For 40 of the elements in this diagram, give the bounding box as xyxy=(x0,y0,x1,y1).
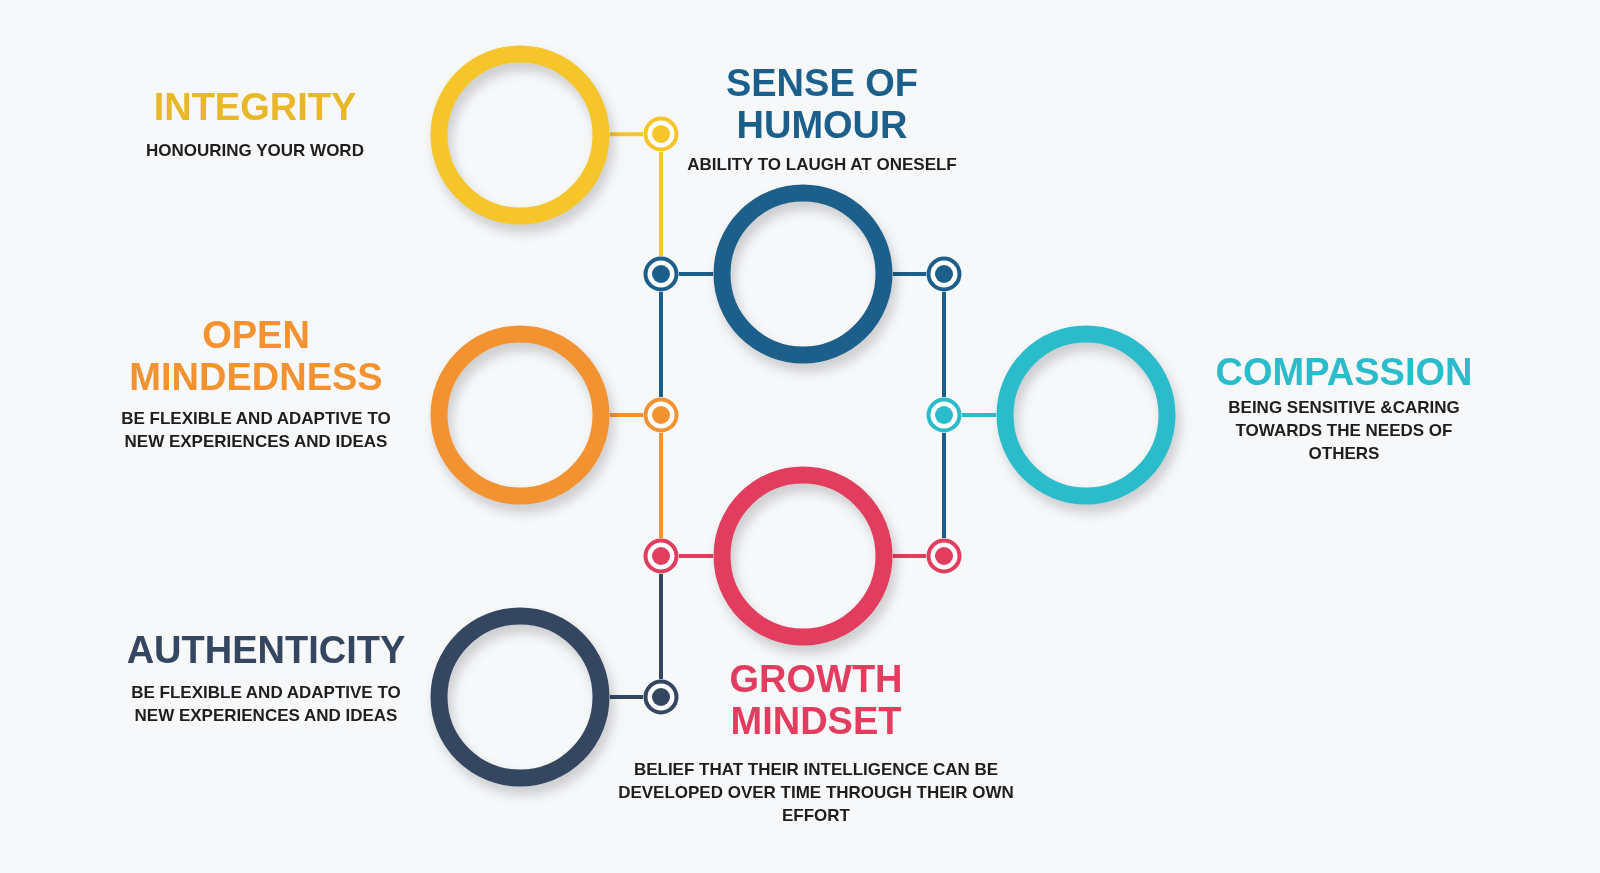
connector-line xyxy=(893,554,926,558)
connector-line xyxy=(610,132,643,137)
heading: GROWTH MINDSET xyxy=(728,658,904,742)
connector-dot xyxy=(643,538,679,574)
heading: COMPASSION xyxy=(1214,351,1474,393)
connector-dot xyxy=(926,538,962,574)
heading: AUTHENTICITY xyxy=(125,629,407,671)
description: BE FLEXIBLE AND ADAPTIVE TO NEW EXPERIENCES AND IDEAS xyxy=(120,408,392,453)
connector-dot xyxy=(643,679,679,715)
description: BEING SENSITIVE &CARING TOWARDS THE NEEDS OF OTHERS xyxy=(1227,397,1461,465)
description: HONOURING YOUR WORD xyxy=(145,140,365,162)
connector-line xyxy=(610,695,643,699)
heading: INTEGRITY xyxy=(152,86,358,128)
connector-line xyxy=(659,152,663,256)
connector-line xyxy=(679,554,713,558)
ring-circle xyxy=(430,607,610,787)
description: BELIEF THAT THEIR INTELLIGENCE CAN BE DEVELOPED OVER TIME THROUGH THEIR OWN EFFORT xyxy=(617,759,1015,827)
ring-circle xyxy=(430,325,610,505)
connector-dot xyxy=(643,397,679,433)
description: ABILITY TO LAUGH AT ONESELF xyxy=(686,154,958,176)
connector-line xyxy=(679,272,713,276)
heading: SENSE OF HUMOUR xyxy=(724,62,920,146)
connector-dot xyxy=(926,397,962,433)
ring-circle xyxy=(713,184,893,364)
connector-line xyxy=(659,433,663,538)
ring-circle xyxy=(996,325,1176,505)
connector-dot xyxy=(643,116,679,152)
ring-circle xyxy=(430,45,610,225)
connector-dot xyxy=(643,256,679,292)
connector-line xyxy=(610,413,643,417)
ring-circle xyxy=(713,466,893,646)
description: BE FLEXIBLE AND ADAPTIVE TO NEW EXPERIENCES AND IDEAS xyxy=(130,682,402,727)
connector-line xyxy=(962,413,996,417)
connector-line xyxy=(659,292,663,397)
connector-line xyxy=(659,574,663,679)
heading: OPEN MINDEDNESS xyxy=(128,314,384,398)
connector-line xyxy=(942,433,946,538)
connector-dot xyxy=(926,256,962,292)
connector-line xyxy=(942,292,946,397)
connector-line xyxy=(893,272,926,276)
